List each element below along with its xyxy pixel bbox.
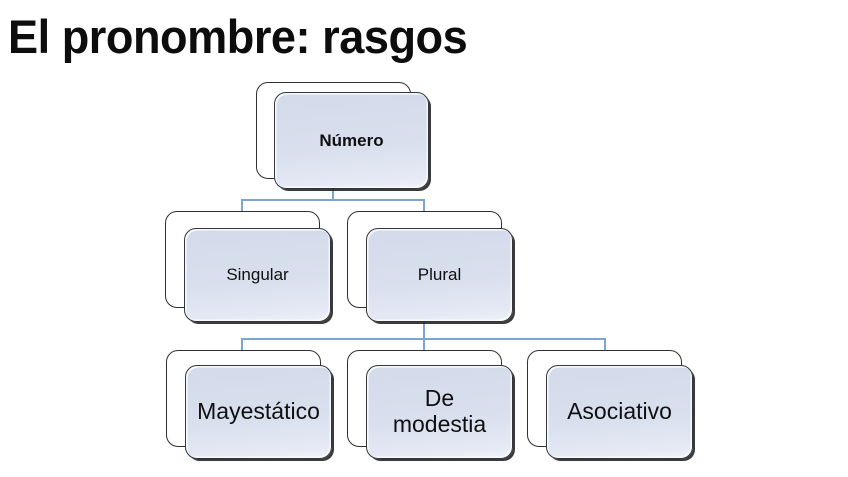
connector-level2-bar: [241, 199, 425, 201]
node-de-modestia-label-line1: De: [424, 385, 455, 412]
node-plural-card[interactable]: Plural: [366, 228, 513, 322]
node-de-modestia-label: De modestia: [387, 385, 492, 438]
node-singular-card[interactable]: Singular: [184, 228, 331, 322]
connector-to-asociativo: [604, 338, 606, 352]
connector-to-de-modestia: [423, 338, 425, 352]
node-mayestatico-card[interactable]: Mayestático: [185, 365, 332, 459]
connector-plural-down: [423, 322, 425, 339]
connector-numero-down: [332, 184, 334, 200]
node-plural-label: Plural: [417, 265, 462, 285]
node-singular-label: Singular: [226, 265, 289, 285]
node-mayestatico-label: Mayestático: [197, 398, 320, 425]
page-title: El pronombre: rasgos: [8, 10, 468, 63]
node-numero-label: Número: [319, 130, 384, 150]
connector-to-plural: [423, 199, 425, 213]
connector-to-mayestatico: [241, 338, 243, 352]
node-asociativo-label: Asociativo: [567, 398, 672, 425]
node-numero-card[interactable]: Número: [274, 92, 429, 189]
node-de-modestia-card[interactable]: De modestia: [366, 365, 513, 459]
node-de-modestia-label-line2: modestia: [392, 411, 487, 437]
connector-to-singular: [241, 199, 243, 213]
node-asociativo-card[interactable]: Asociativo: [546, 365, 693, 459]
